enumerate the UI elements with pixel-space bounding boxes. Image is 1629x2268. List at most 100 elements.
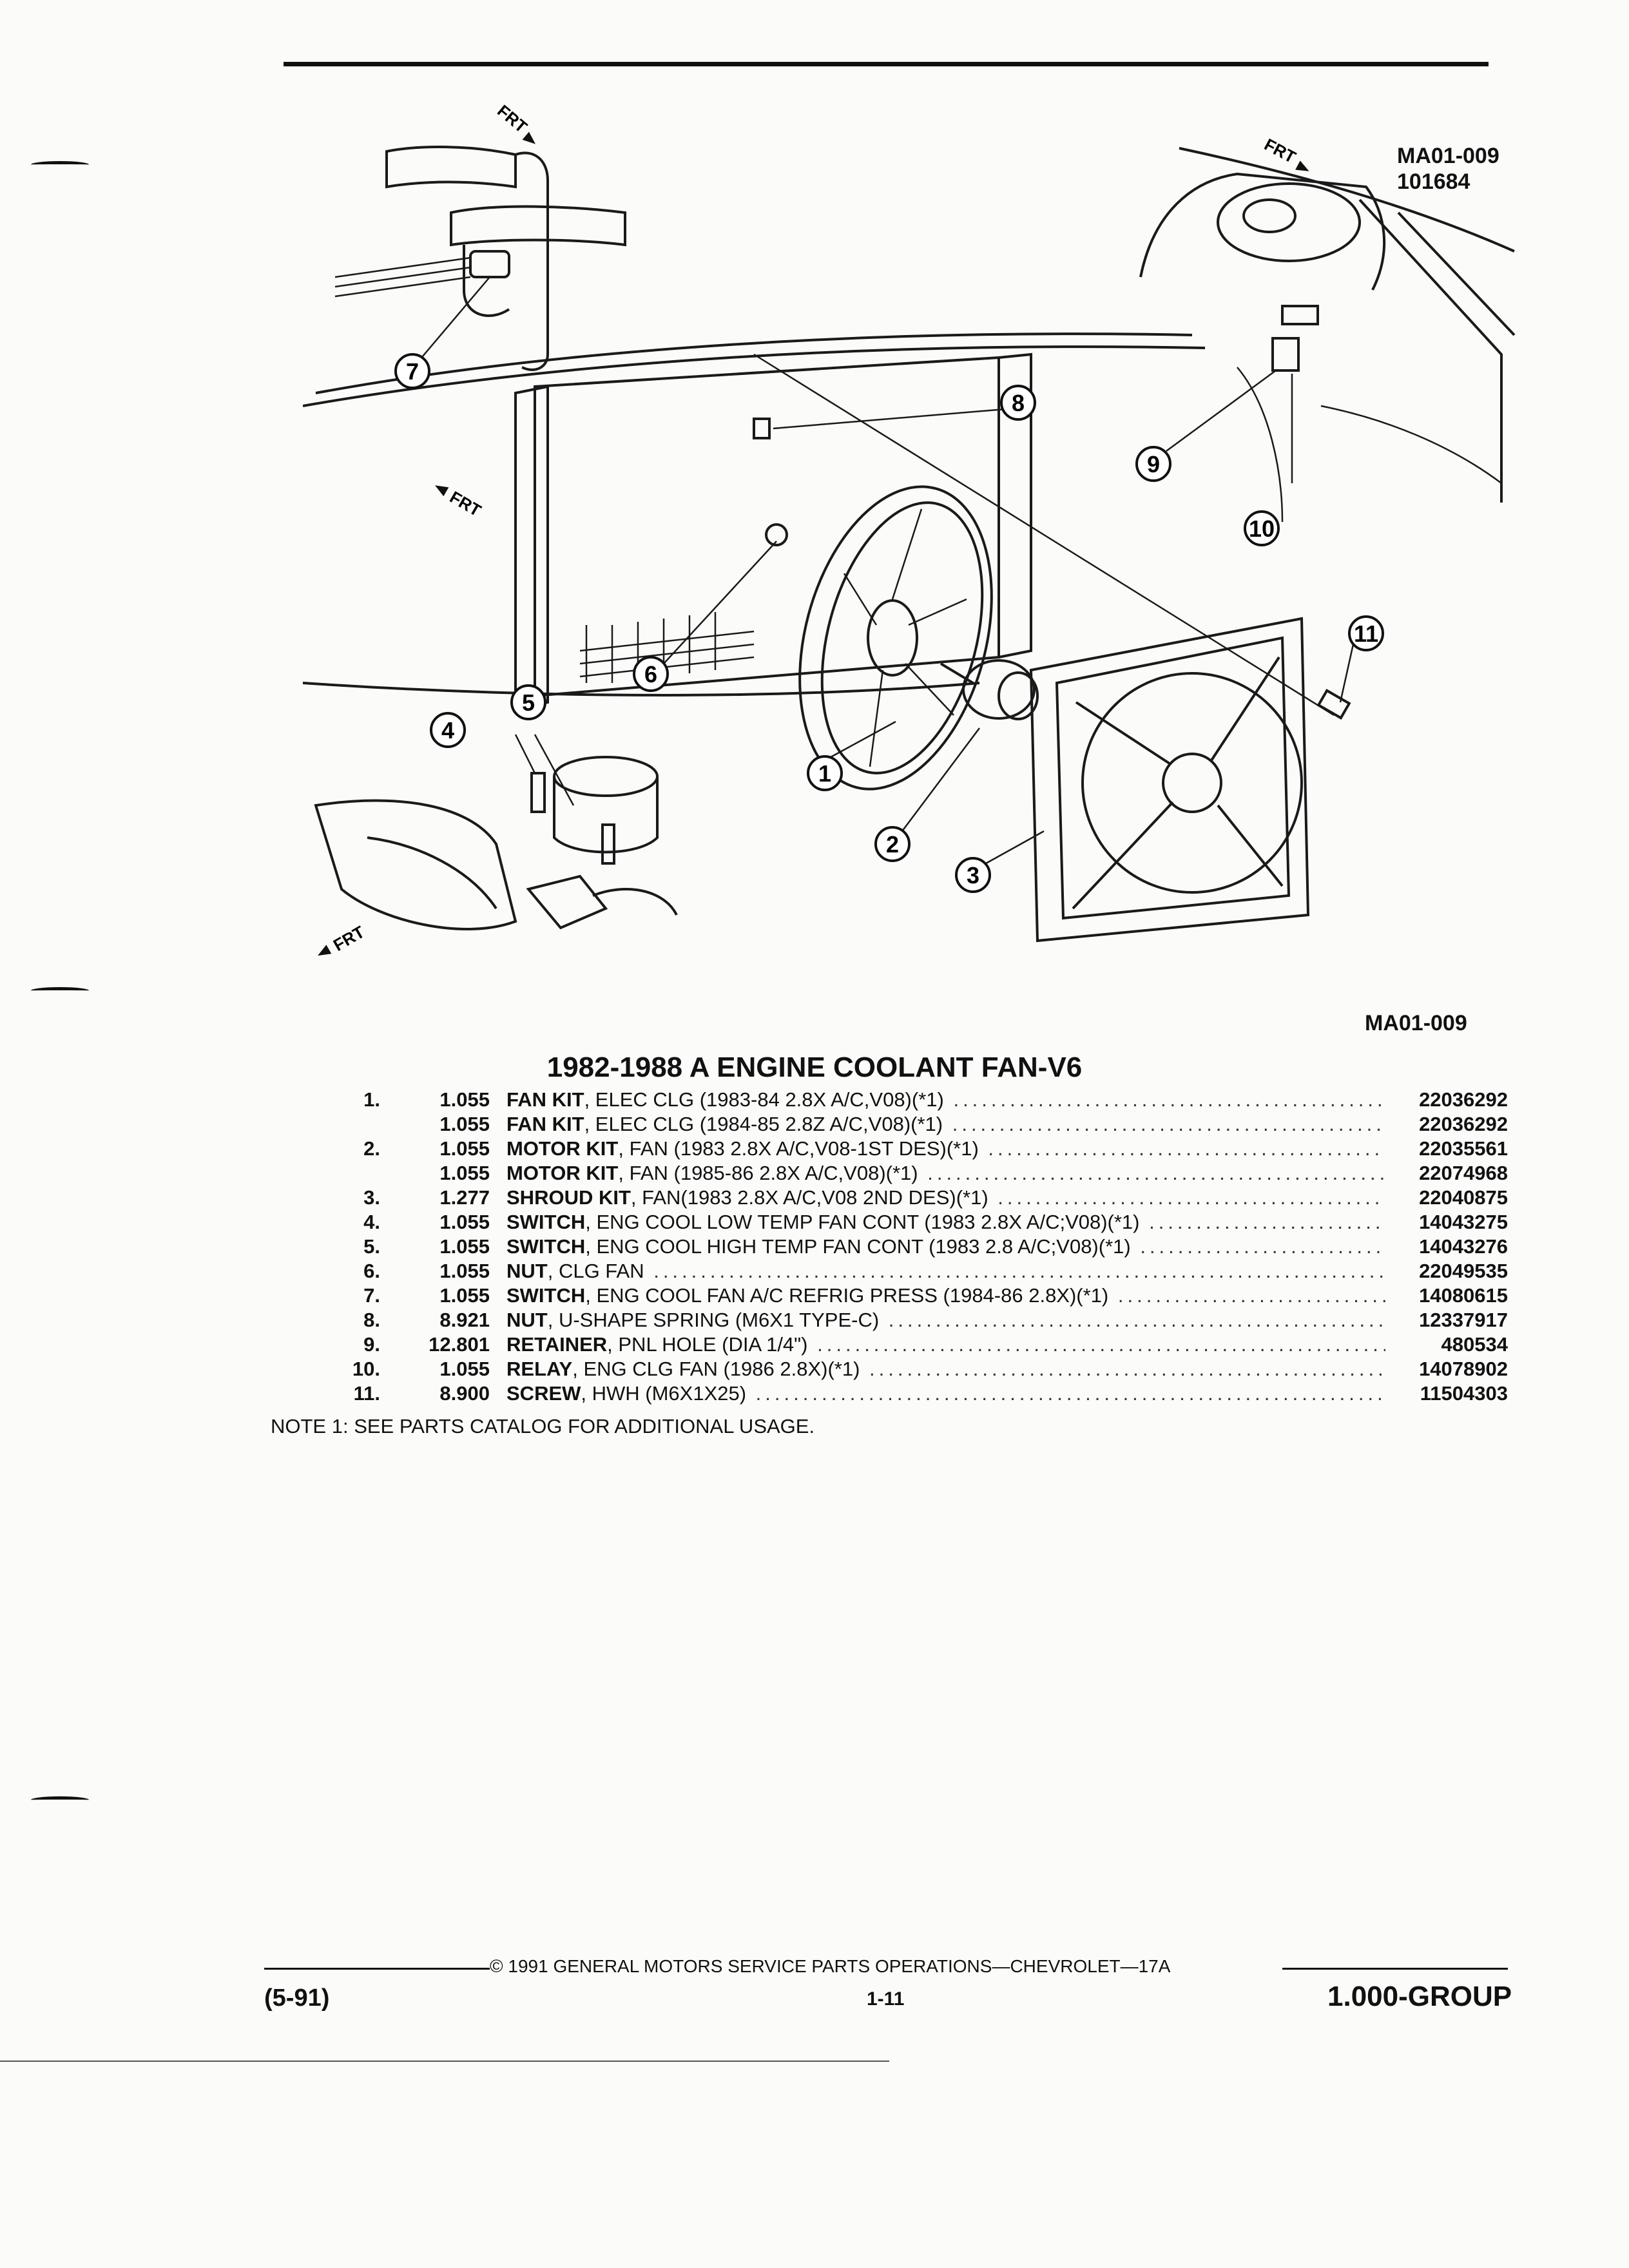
group-number: 1.055 [439,1284,490,1307]
svg-text:3: 3 [967,862,979,889]
parts-row: 7. 1.055 SWITCH, ENG COOL FAN A/C REFRIG P… [335,1283,1508,1308]
part-name: SWITCH [506,1284,586,1307]
group-label: 1.000-GROUP [1327,1981,1512,2012]
part-name: NUT [506,1260,548,1282]
pressure-switch-hose-assembly [334,146,626,371]
item-number: 6. [363,1260,380,1282]
item-number: 2. [363,1137,380,1160]
part-detail: , ENG COOL FAN A/C REFRIG PRESS (1984-86… [585,1284,1109,1307]
part-number: 22036292 [1419,1113,1508,1135]
callout-7: 7 [394,353,430,389]
part-name: SCREW [506,1382,581,1405]
margin-mark [31,987,89,994]
parts-row: 1.055 MOTOR KIT, FAN (1985-86 2.8X A/C,V0… [335,1161,1508,1186]
item-number: 9. [363,1333,380,1356]
part-number: 480534 [1441,1333,1508,1356]
part-description: MOTOR KIT, FAN (1983 2.8X A/C,V08-1ST DE… [506,1137,1385,1160]
group-number: 1.055 [439,1358,490,1380]
svg-text:8: 8 [1012,390,1025,416]
part-detail: , ELEC CLG (1983-84 2.8X A/C,V08)(*1) [584,1088,944,1111]
margin-mark [31,161,89,168]
part-description: FAN KIT, ELEC CLG (1984-85 2.8Z A/C,V08)… [506,1113,1385,1135]
page-number: 1-11 [867,1988,905,2010]
svg-text:1: 1 [818,760,831,787]
group-number: 8.921 [439,1309,490,1331]
frt-label: FRT [1261,135,1299,167]
margin-mark [31,1796,89,1803]
copyright: © 1991 GENERAL MOTORS SERVICE PARTS OPER… [490,1956,1171,1976]
group-number: 1.055 [439,1137,490,1160]
svg-text:4: 4 [441,717,454,744]
group-number: 12.801 [429,1333,490,1356]
footer-rule-left [264,1968,490,1970]
part-number: 12337917 [1419,1309,1508,1331]
top-rule [284,62,1489,66]
ref-code: MA01-009 [1397,144,1499,168]
part-description: RETAINER, PNL HOLE (DIA 1/4") ..........… [506,1333,1385,1356]
parts-row: 1.055 FAN KIT, ELEC CLG (1984-85 2.8Z A/C… [335,1112,1508,1137]
frt-label: FRT [447,487,485,520]
part-description: MOTOR KIT, FAN (1985-86 2.8X A/C,V08)(*1… [506,1162,1385,1184]
inner-fender-relay-area [1139,147,1516,523]
frt-arrow-left: FRT [435,485,485,520]
group-number: 1.055 [439,1088,490,1111]
part-name: FAN KIT [506,1088,584,1111]
svg-text:5: 5 [522,689,535,716]
group-number: 1.055 [439,1162,490,1184]
callout-8: 8 [1000,385,1036,421]
part-number: 14080615 [1419,1284,1508,1307]
svg-text:7: 7 [406,358,419,385]
callout-10: 10 [1244,510,1280,546]
part-name: SHROUD KIT [506,1186,631,1209]
callout-6: 6 [633,656,669,692]
thermostat-housing-switches [314,734,678,930]
part-detail: , U-SHAPE SPRING (M6X1 TYPE-C) [547,1309,880,1331]
part-number: 14043275 [1419,1211,1508,1233]
part-name: NUT [506,1309,548,1331]
callout-3: 3 [955,857,991,893]
group-number: 8.900 [439,1382,490,1405]
callout-2: 2 [874,826,911,862]
part-name: MOTOR KIT [506,1137,619,1160]
callout-9: 9 [1135,446,1171,482]
part-name: SWITCH [506,1235,586,1258]
part-name: SWITCH [506,1211,586,1233]
part-number: 11504303 [1420,1382,1508,1405]
radiator [303,332,1206,711]
part-number: 14078902 [1419,1358,1508,1380]
part-detail: , CLG FAN [547,1260,644,1282]
part-description: SWITCH, ENG COOL FAN A/C REFRIG PRESS (1… [506,1284,1385,1307]
callout-4: 4 [430,712,466,748]
part-description: RELAY, ENG CLG FAN (1986 2.8X)(*1) .....… [506,1358,1385,1380]
part-number: 22040875 [1419,1186,1508,1209]
frt-arrow-bottom: FRT [318,922,368,956]
ref-date: 101684 [1397,169,1470,194]
item-number: 11. [353,1382,380,1405]
part-description: FAN KIT, ELEC CLG (1983-84 2.8X A/C,V08)… [506,1088,1385,1111]
part-name: RELAY [506,1358,573,1380]
group-number: 1.055 [439,1235,490,1258]
item-number: 7. [363,1284,380,1307]
part-description: SCREW, HWH (M6X1X25) ...................… [506,1382,1385,1405]
svg-text:11: 11 [1354,620,1378,647]
part-number: 22035561 [1419,1137,1508,1160]
part-detail: , ELEC CLG (1984-85 2.8Z A/C,V08)(*1) [584,1113,943,1135]
usage-note: NOTE 1: SEE PARTS CATALOG FOR ADDITIONAL… [271,1415,815,1437]
part-detail: , HWH (M6X1X25) [581,1382,747,1405]
part-detail: , ENG CLG FAN (1986 2.8X)(*1) [572,1358,860,1380]
item-number: 5. [363,1235,380,1258]
part-name: RETAINER [506,1333,608,1356]
part-number: 22049535 [1419,1260,1508,1282]
part-detail: , FAN (1983 2.8X A/C,V08-1ST DES)(*1) [618,1137,979,1160]
svg-text:2: 2 [886,831,899,858]
section-title: 1982-1988 A ENGINE COOLANT FAN-V6 [546,1052,1083,1083]
callout-11: 11 [1348,615,1384,651]
item-number: 3. [363,1186,380,1209]
group-number: 1.055 [439,1113,490,1135]
